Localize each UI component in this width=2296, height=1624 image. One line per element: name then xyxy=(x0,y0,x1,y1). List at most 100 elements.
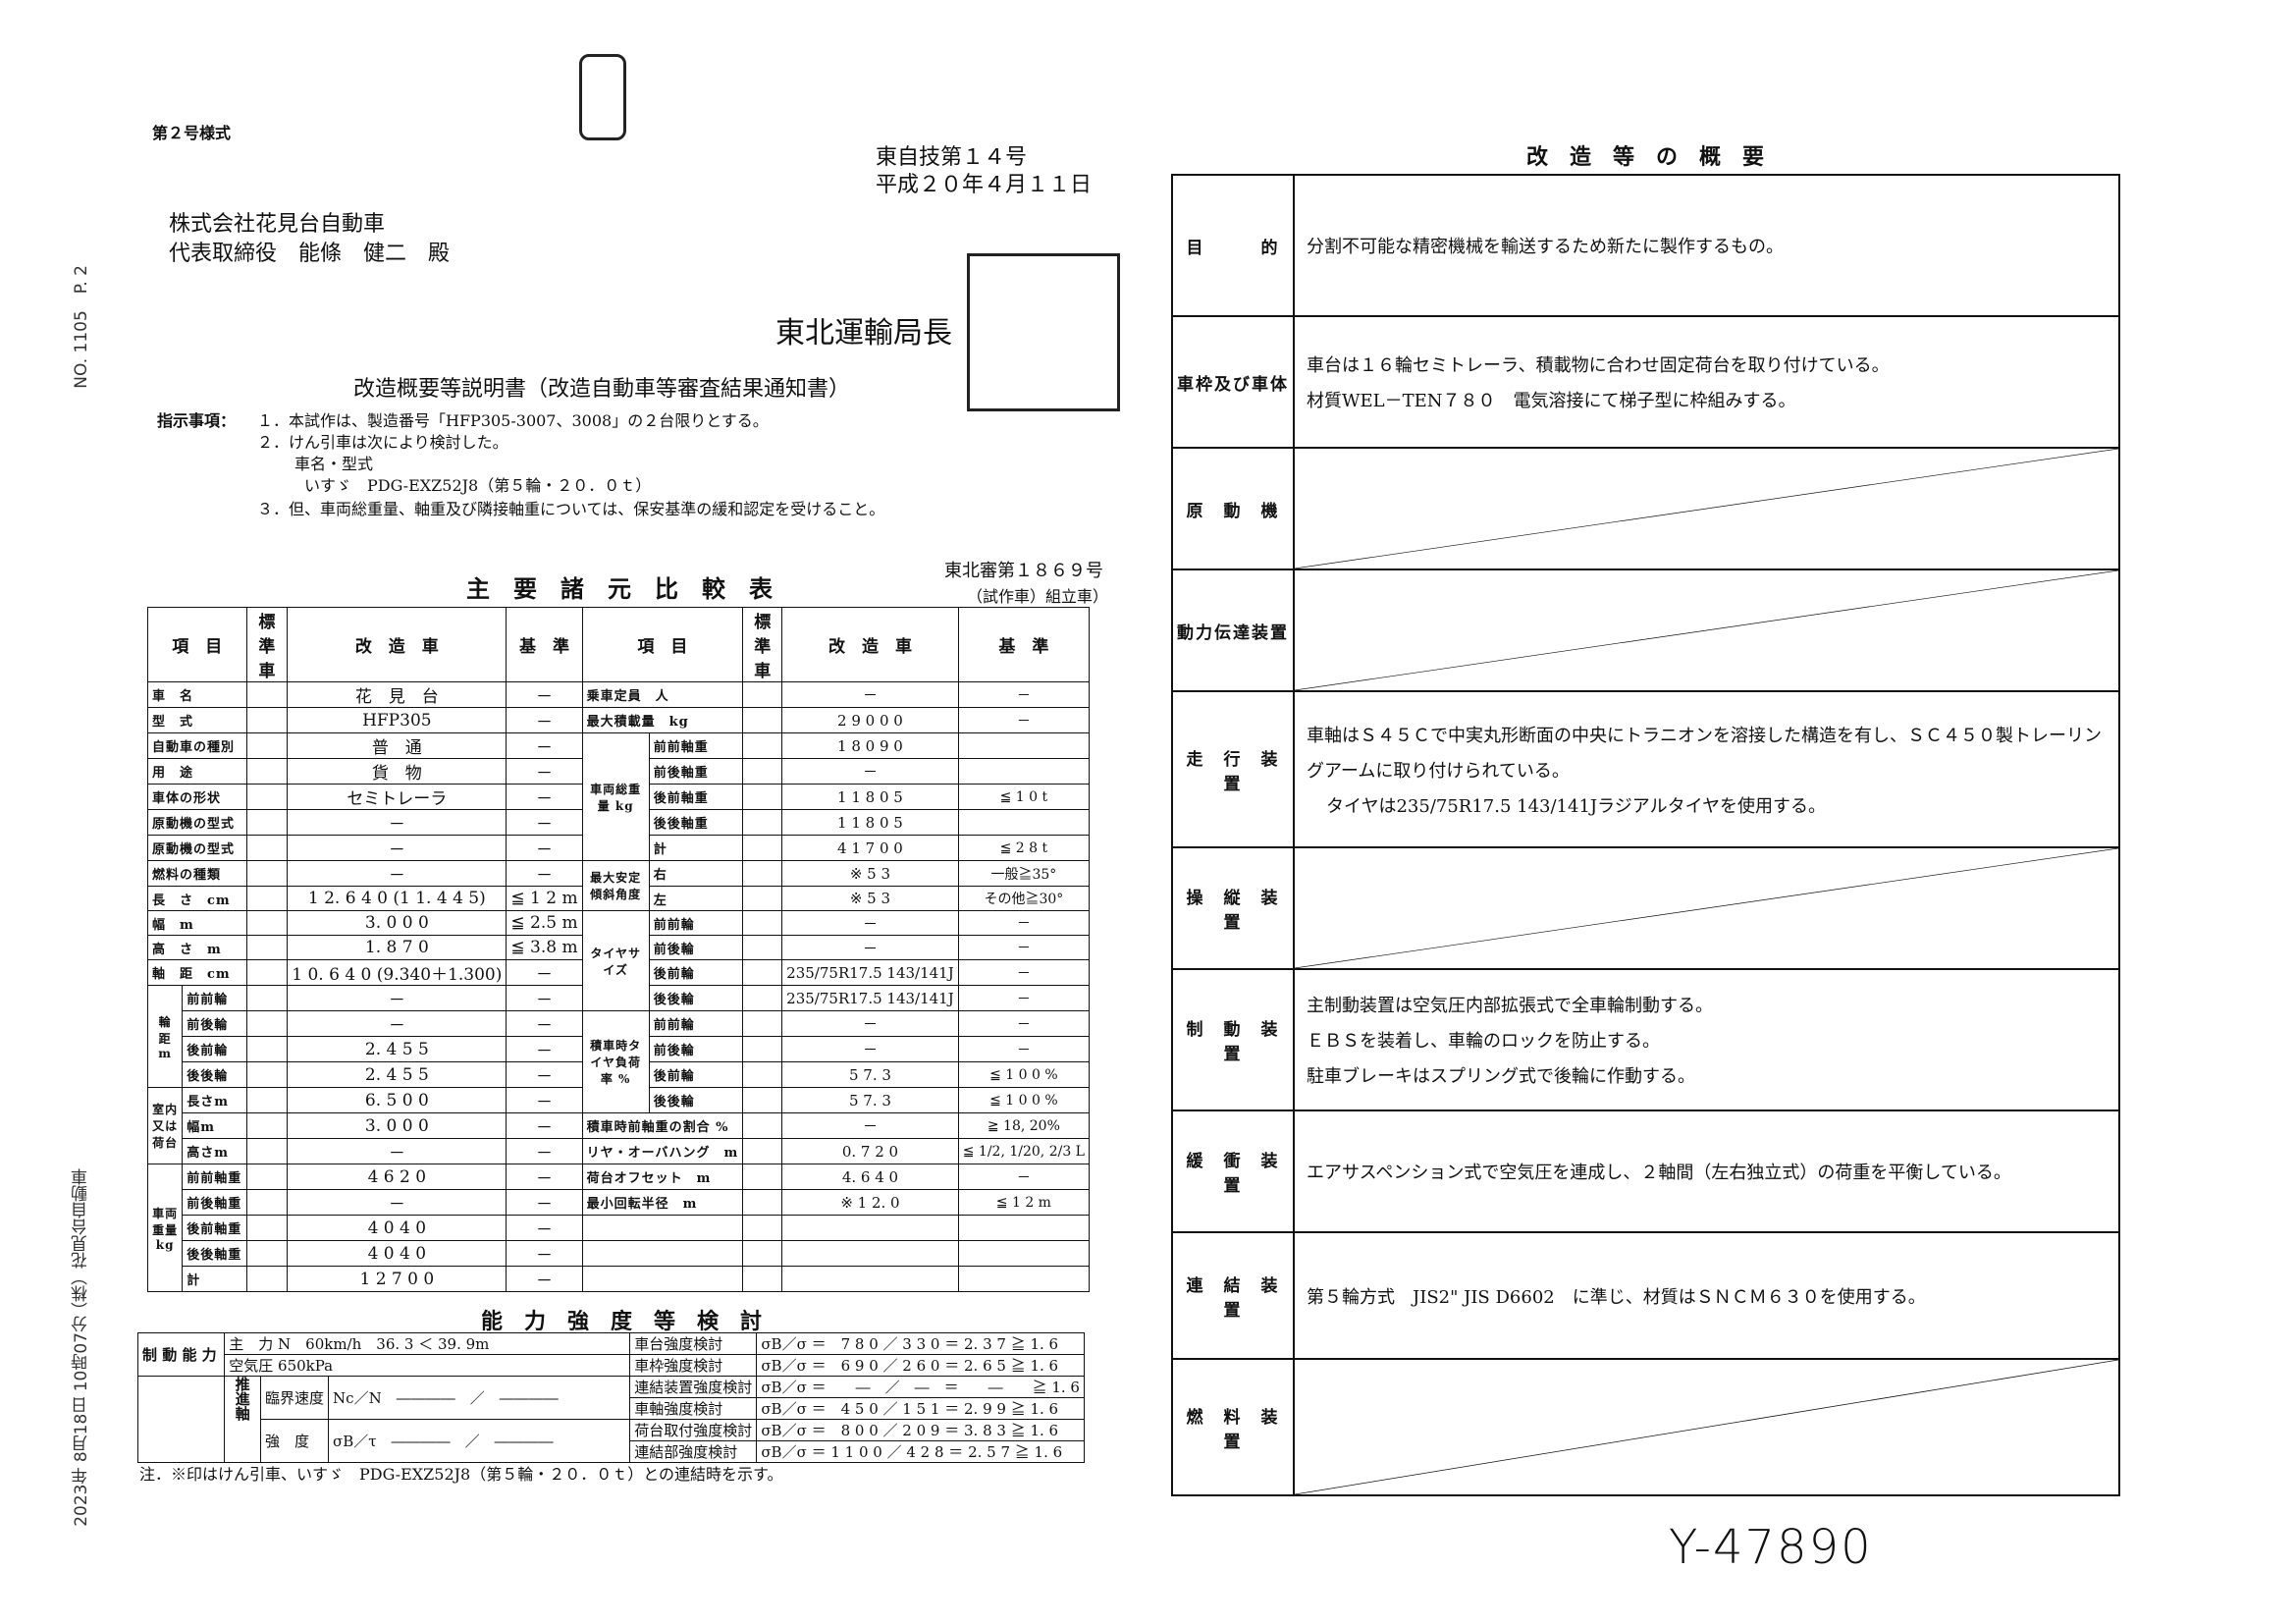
spec-item: 前前輪 xyxy=(648,1010,744,1037)
spec-group: 車両重量 kg xyxy=(146,1164,184,1292)
spec-modified-value: セミトレーラ xyxy=(287,784,507,810)
spec-criteria: － xyxy=(957,959,1091,986)
spec-modified-value: 235/75R17.5 143/141J xyxy=(781,985,959,1011)
spec-standard-value xyxy=(245,835,289,861)
blank-cross-line xyxy=(1295,848,2118,968)
spec-standard-value xyxy=(742,1010,783,1037)
spec-item: 左 xyxy=(648,886,744,911)
spec-item: 後後軸重 xyxy=(648,809,744,836)
spec-modified-value: － xyxy=(781,1036,959,1062)
spec-criteria: － xyxy=(957,910,1091,936)
overview-line: 分割不可能な精密機械を輸送するため新たに製作するもの。 xyxy=(1307,237,1784,257)
spec-header-cell: 標 準 車 xyxy=(742,607,787,682)
spec-criteria: － xyxy=(506,835,583,861)
spec-modified-value: 3. 0 0 0 xyxy=(287,1112,507,1139)
overview-content xyxy=(1293,846,2120,970)
spec-modified-value: 1 2 7 0 0 xyxy=(287,1266,507,1292)
overview-row: 目 的分割不可能な精密機械を輸送するため新たに製作するもの。 xyxy=(1171,174,2120,317)
spec-criteria: － xyxy=(506,809,583,836)
spec-criteria: － xyxy=(506,758,583,785)
spec-criteria xyxy=(957,732,1091,759)
spec-header-cell: 改 造 車 xyxy=(287,607,507,682)
spec-standard-value xyxy=(245,681,289,708)
spec-item: 前前軸重 xyxy=(182,1164,247,1190)
spec-standard-value xyxy=(245,1010,289,1037)
spec-modified-value: － xyxy=(781,681,959,708)
spec-criteria: － xyxy=(506,959,583,986)
spec-criteria: － xyxy=(506,1164,583,1190)
propeller-shaft-label: 推進軸 xyxy=(224,1376,262,1463)
spec-modified-value: 花 見 台 xyxy=(287,681,507,708)
spec-row: 車 名花 見 台－乗車定員 人－－ xyxy=(147,681,1091,708)
spec-modified-value: 4 1 7 0 0 xyxy=(781,835,959,861)
spec-modified-value: ※ 5 3 xyxy=(781,860,959,887)
spec-standard-value xyxy=(742,835,783,861)
overview-label: 燃 料 装 置 xyxy=(1171,1358,1297,1496)
spec-standard-value xyxy=(742,985,783,1011)
spec-standard-value xyxy=(245,707,289,733)
spec-modified-value: － xyxy=(287,809,507,836)
spec-standard-value xyxy=(742,959,783,986)
spec-modified-value: 貨 物 xyxy=(287,758,507,785)
receipt-stamp-vertical: 2023年 8月18日 10時07分 xyxy=(72,1316,91,1527)
instruction-item: ２．けん引車は次により検討した。 xyxy=(257,433,508,452)
spec-criteria: その他≧30° xyxy=(957,886,1091,911)
spec-row: 前後輪－－積車時タイヤ負荷率 %前前輪－－ xyxy=(148,1010,1091,1113)
spec-standard-value xyxy=(742,910,783,936)
spec-item: 後後輪 xyxy=(648,1087,744,1113)
spec-item: 前前軸重 xyxy=(648,732,744,759)
overview-content: 分割不可能な精密機械を輸送するため新たに製作するもの。 xyxy=(1293,174,2120,317)
spec-modified-value: 6. 5 0 0 xyxy=(287,1087,507,1113)
spec-standard-value xyxy=(245,1266,289,1292)
spec-standard-value xyxy=(245,1164,289,1190)
overview-row: 走 行 装 置車軸はＳ４５Ｃで中実丸形断面の中央にトラニオンを溶接した構造を有し… xyxy=(1171,690,2120,848)
strength-label: 連結装置強度検討 xyxy=(629,1376,758,1398)
spec-modified-value: 1 8 0 9 0 xyxy=(781,732,959,759)
spec-modified-value: 1 1 8 0 5 xyxy=(781,809,959,836)
instruction-item: １．本試作は、製造番号「HFP305-3007、3008」の２台限りとする。 xyxy=(257,411,769,430)
spec-criteria: ≦ 1 0 0 % xyxy=(957,1061,1091,1088)
spec-standard-value xyxy=(245,1036,289,1062)
spec-ref-number: 東北審第１８６９号 xyxy=(944,561,1103,581)
spec-modified-value: 1 2. 6 4 0 (1 1. 4 4 5) xyxy=(287,886,507,911)
overview-label: 制 動 装 置 xyxy=(1171,968,1297,1111)
spec-standard-value xyxy=(245,1240,289,1267)
spec-modified-value: 2. 4 5 5 xyxy=(287,1061,507,1088)
spec-standard-value xyxy=(245,886,289,911)
overview-line: ＥＢＳを装着し、車輪のロックを防止する。 xyxy=(1307,1031,1660,1052)
spec-criteria: － xyxy=(506,1061,583,1088)
spec-criteria: ≦ 1 0 t xyxy=(957,784,1091,810)
official-seal xyxy=(967,253,1120,411)
blank-cross-line xyxy=(1295,449,2118,568)
spec-criteria: － xyxy=(506,784,583,810)
spec-item: 幅m xyxy=(182,1112,247,1139)
strength-value: σB／σ ＝ ― ／ ― ＝ ― ≧ 1. 6 xyxy=(756,1376,1085,1398)
spec-modified-value: 2. 4 5 5 xyxy=(287,1036,507,1062)
spec-header-cell: 項 目 xyxy=(147,607,247,682)
strength-value: σB／σ ＝ 1 1 0 0 ／ 4 2 8 ＝ 2. 5 7 ≧ 1. 6 xyxy=(756,1440,1085,1463)
instructions-label: 指示事項： xyxy=(157,411,237,430)
instruction-item: いすゞ PDG-EXZ52J8（第５輪・２０．０ｔ） xyxy=(304,476,652,495)
braking-row: 空気圧 650kPa xyxy=(224,1354,631,1377)
document-title: 改造概要等説明書（改造自動車等審査結果通知書） xyxy=(353,377,851,402)
spec-standard-value xyxy=(742,707,783,733)
company-stamp-vertical: （株）花見台自動車 xyxy=(72,1168,91,1319)
spec-modified-value: － xyxy=(781,1010,959,1037)
spec-criteria: － xyxy=(957,985,1091,1011)
spec-standard-value xyxy=(245,1087,289,1113)
spec-item: 最小回転半径 m xyxy=(581,1189,744,1216)
spec-criteria: － xyxy=(506,1112,583,1139)
strength-value: σB／σ ＝ 8 0 0 ／ 2 0 9 ＝ 3. 8 3 ≧ 1. 6 xyxy=(756,1419,1085,1441)
form-label: 第２号様式 xyxy=(152,124,232,142)
spec-item: 自動車の種別 xyxy=(147,732,247,759)
spec-criteria: － xyxy=(506,707,583,733)
spec-standard-value xyxy=(245,809,289,836)
